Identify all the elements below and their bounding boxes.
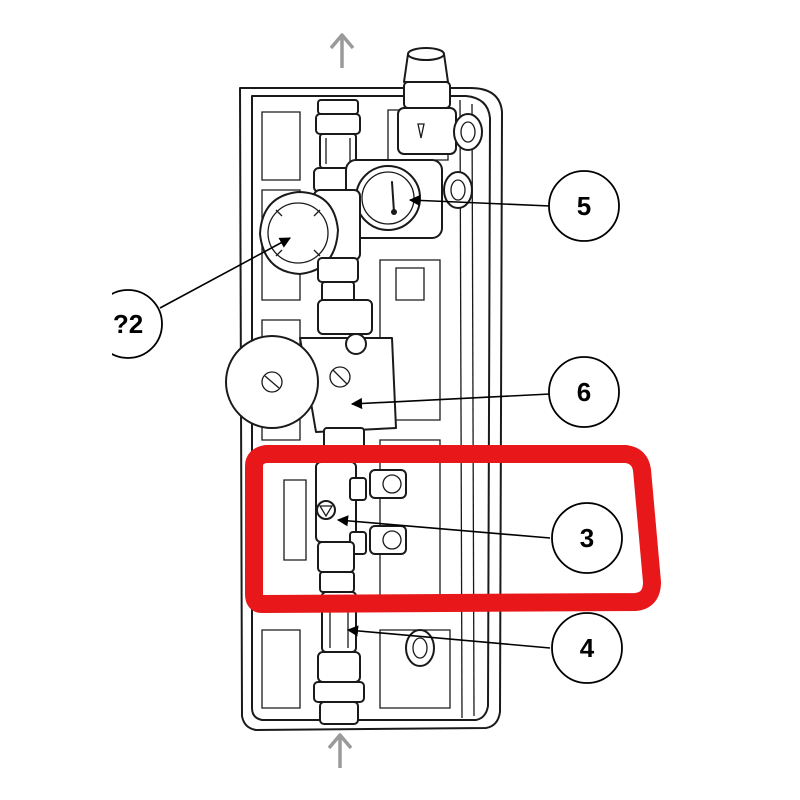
callout-2-label: ?2 xyxy=(113,309,143,339)
callout-4: 4 xyxy=(551,612,623,684)
leader-line-2 xyxy=(159,237,291,309)
callout-3-label: 3 xyxy=(580,523,594,553)
ball-valve-knob xyxy=(259,189,373,335)
highlight-box xyxy=(245,445,661,613)
leader-line-6 xyxy=(350,393,551,410)
callout-3: 3 xyxy=(551,502,623,574)
callout-6-label: 6 xyxy=(577,377,591,407)
callout-4-label: 4 xyxy=(580,633,595,663)
callout-6: 6 xyxy=(548,356,620,428)
leader-line-5 xyxy=(408,194,551,207)
leader-line-4 xyxy=(346,625,551,649)
safety-valve xyxy=(397,47,483,155)
leader-line-3 xyxy=(336,515,551,539)
flow-arrow-bottom-icon xyxy=(327,733,353,768)
flow-meter-tube xyxy=(313,591,435,725)
flow-arrow-top-icon xyxy=(329,33,355,68)
callout-5-label: 5 xyxy=(577,191,591,221)
crop-mask xyxy=(0,280,112,370)
callout-5: 5 xyxy=(548,170,620,242)
